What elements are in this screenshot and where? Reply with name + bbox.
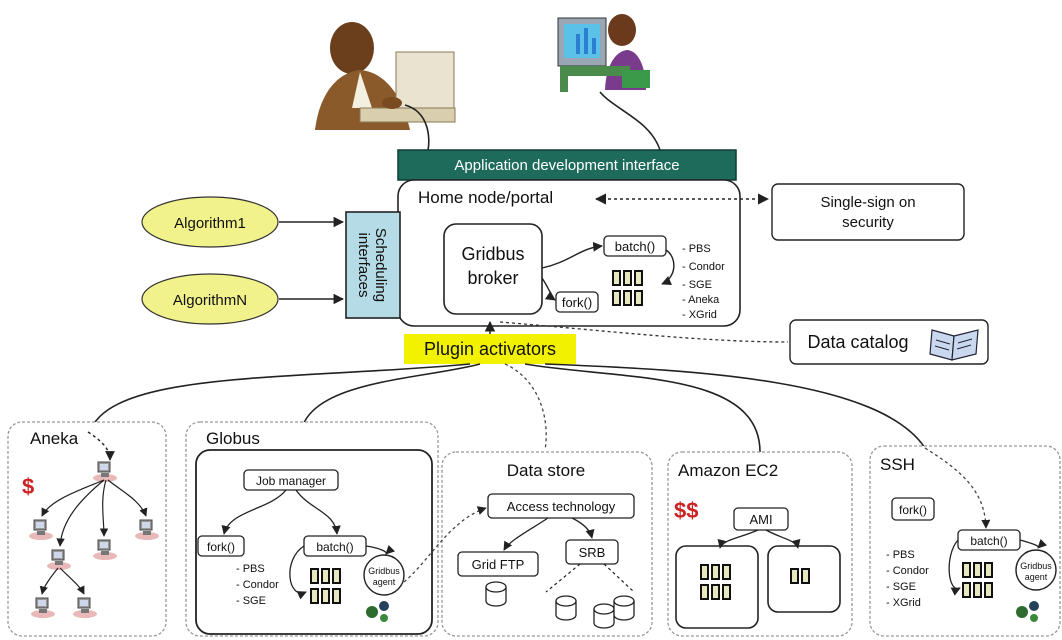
user-at-desk-icon — [315, 22, 456, 130]
grid-ftp-box — [457, 551, 539, 577]
ssh-scheduler-2: - SGE — [886, 581, 916, 593]
srb-disk-icon-1 — [555, 595, 577, 621]
ssh-agent-line-1: Gridbus — [1020, 561, 1052, 571]
globus-scheduler-1: - Condor — [236, 579, 279, 591]
broker-batch-box — [603, 235, 667, 257]
ec2-cluster-icon-2 — [790, 568, 810, 584]
ami-label: AMI — [749, 512, 772, 527]
broker-scheduler-3: - Aneka — [682, 294, 720, 306]
srb-label: SRB — [579, 545, 606, 560]
api-bar — [397, 149, 737, 181]
book-icon — [929, 329, 979, 361]
ssh-scheduler-3: - XGrid — [886, 597, 921, 609]
scheduling-interfaces-box — [345, 211, 401, 319]
user-at-computer-icon — [557, 14, 650, 92]
algorithm1-label: Algorithm1 — [174, 215, 246, 232]
dollar-icon: $ — [22, 474, 34, 499]
api-label: Application development interface — [454, 157, 679, 174]
broker-scheduler-0: - PBS — [682, 243, 711, 255]
globus-scheduler-2: - SGE — [236, 595, 266, 607]
job-manager-label: Job manager — [256, 474, 326, 488]
broker-fork-label: fork() — [562, 295, 592, 310]
globus-scheduler-0: - PBS — [236, 563, 265, 575]
broker-scheduler-2: - SGE — [682, 279, 712, 291]
broker-batch-label: batch() — [615, 239, 655, 254]
algorithmN-node — [141, 273, 279, 325]
srb-box — [565, 539, 619, 565]
globus-agent-line-1: Gridbus — [368, 566, 400, 576]
broker-fork-box — [555, 291, 599, 313]
broker-scheduler-1: - Condor — [682, 261, 725, 273]
globus-title: Globus — [206, 429, 260, 448]
plugin-activators-label: Plugin activators — [424, 339, 556, 359]
ssh-scheduler-0: - PBS — [886, 549, 915, 561]
globus-fork-box — [197, 535, 245, 557]
broker-line-1: Gridbus — [461, 244, 524, 264]
algorithm1-node — [141, 196, 279, 248]
network-icon — [28, 461, 160, 619]
srb-disk-icon-2 — [593, 603, 615, 629]
sso-line-2: security — [842, 214, 894, 231]
broker-line-2: broker — [467, 268, 518, 288]
gridftp-disk-icon — [485, 581, 507, 607]
scheduling-line-2: interfaces — [355, 232, 372, 297]
sso-line-1: Single-sign on — [820, 194, 915, 211]
globus-agent-line-2: agent — [373, 577, 396, 587]
datastore-title: Data store — [507, 461, 585, 480]
grid-ftp-label: Grid FTP — [472, 557, 525, 572]
ssh-agent-gears-icon — [1016, 601, 1039, 622]
data-catalog-label: Data catalog — [807, 332, 908, 352]
home-node-label: Home node/portal — [418, 188, 553, 207]
plugin-activators-bar — [404, 334, 576, 364]
job-manager-box — [243, 469, 339, 491]
ssh-scheduler-1: - Condor — [886, 565, 929, 577]
ssh-fork-box — [891, 497, 935, 521]
ec2-title: Amazon EC2 — [678, 461, 778, 480]
globus-fork-label: fork() — [207, 540, 235, 554]
ssh-batch-label: batch() — [970, 534, 1007, 548]
ssh-agent-circle — [1015, 549, 1057, 591]
ssh-agent-line-2: agent — [1025, 572, 1048, 582]
ssh-title: SSH — [880, 455, 915, 474]
gridbus-broker-box — [443, 223, 543, 315]
globus-batch-label: batch() — [316, 540, 353, 554]
globus-agent-gears-icon — [366, 601, 389, 622]
access-technology-label: Access technology — [507, 499, 616, 514]
globus-agent-circle — [363, 554, 405, 596]
access-technology-box — [487, 493, 635, 519]
algorithmN-label: AlgorithmN — [173, 292, 247, 309]
ec2-dollar-icon: $$ — [674, 498, 698, 523]
ssh-fork-label: fork() — [899, 503, 927, 517]
ami-box — [733, 507, 789, 531]
scheduling-line-1: Scheduling — [372, 228, 389, 302]
sso-box — [771, 183, 965, 241]
broker-scheduler-4: - XGrid — [682, 309, 717, 321]
aneka-title: Aneka — [30, 429, 79, 448]
srb-disk-icon-3 — [613, 595, 635, 621]
